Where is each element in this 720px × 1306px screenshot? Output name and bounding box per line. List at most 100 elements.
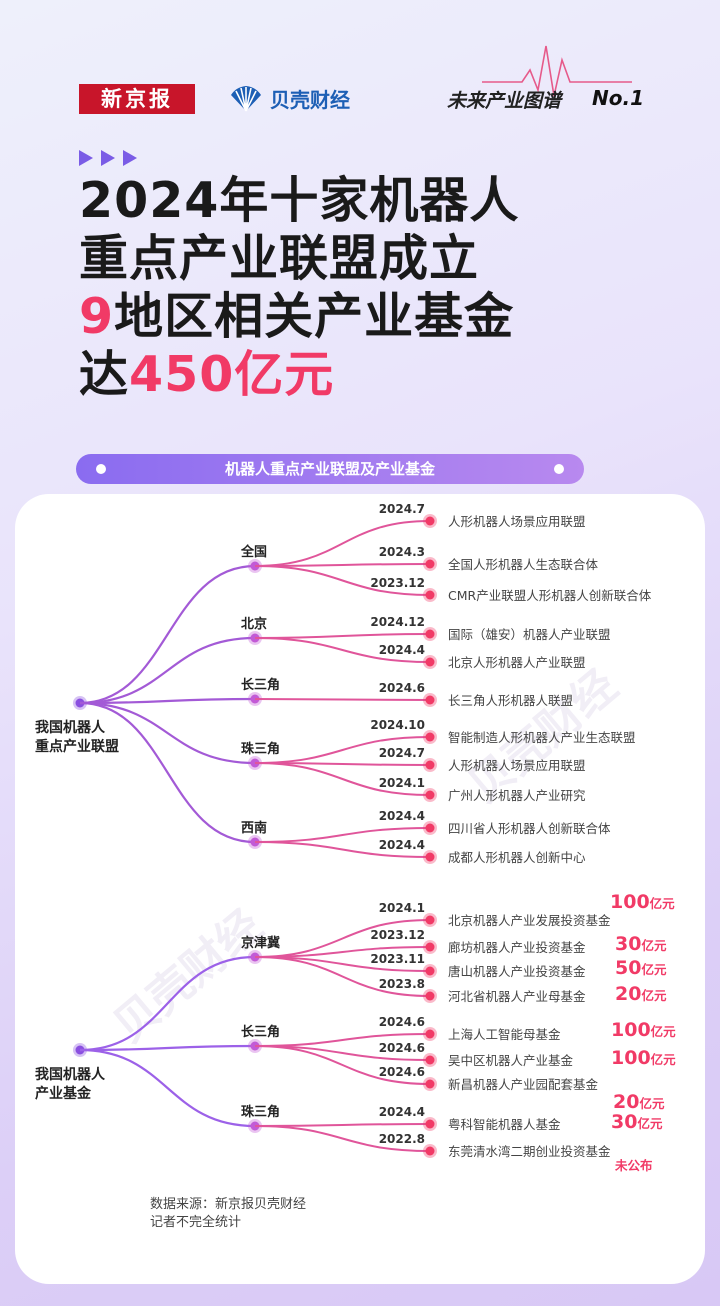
alliance-leaf-branch bbox=[254, 841, 431, 858]
fund-region-label: 长三角 bbox=[241, 1024, 280, 1040]
fund-region-label: 京津冀 bbox=[241, 935, 280, 951]
fund-item-node bbox=[425, 991, 435, 1001]
fund-amount: 100亿元 bbox=[610, 891, 675, 913]
triple-arrow-icon bbox=[79, 150, 137, 166]
alliance-item-name: 四川省人形机器人创新联合体 bbox=[448, 821, 611, 836]
fund-amount-unit: 亿元 bbox=[637, 1116, 663, 1131]
fund-amount-value: 100 bbox=[611, 1019, 651, 1041]
stat-note: 记者不完全统计 bbox=[150, 1215, 242, 1230]
fund-amount: 100亿元 bbox=[611, 1019, 676, 1041]
alliance-item-node bbox=[425, 629, 435, 639]
alliance-item-name: 广州人形机器人产业研究 bbox=[448, 788, 586, 803]
alliance-leaf-branch bbox=[254, 563, 431, 567]
alliance-item-name: 智能制造人形机器人产业生态联盟 bbox=[448, 730, 636, 745]
tree-diagram: 贝壳财经贝壳财经我国机器人重点产业联盟全国2024.7人形机器人场景应用联盟20… bbox=[35, 502, 676, 1173]
fund-amount-unit: 亿元 bbox=[641, 962, 667, 977]
fund-item-date: 2024.6 bbox=[379, 1041, 425, 1055]
alliance-item-date: 2024.10 bbox=[370, 718, 425, 732]
fund-amount-unit: 亿元 bbox=[650, 896, 676, 911]
alliance-item-date: 2024.3 bbox=[379, 545, 425, 559]
fund-item-name: 河北省机器人产业母基金 bbox=[448, 989, 586, 1004]
alliance-item-node bbox=[425, 657, 435, 667]
alliance-item-date: 2024.4 bbox=[379, 809, 425, 823]
fund-branch bbox=[79, 1044, 256, 1052]
fund-item-name: 粤科智能机器人基金 bbox=[448, 1117, 561, 1132]
fund-amount-unit: 亿元 bbox=[651, 1052, 677, 1067]
headline-line-4: 达450亿元 bbox=[79, 346, 519, 404]
alliance-root-label: 重点产业联盟 bbox=[35, 738, 119, 755]
alliance-leaf-branch bbox=[254, 736, 431, 764]
headline-line-1: 2024年十家机器人 bbox=[79, 172, 520, 229]
data-source: 数据来源：新京报贝壳财经 bbox=[150, 1197, 307, 1212]
fund-leaf-branch bbox=[254, 919, 431, 958]
alliance-leaf-branch bbox=[254, 762, 431, 796]
fund-amount-unit: 亿元 bbox=[639, 1096, 665, 1111]
alliance-item-node bbox=[425, 790, 435, 800]
fund-amount: 30亿元 bbox=[611, 1111, 663, 1133]
alliance-branch bbox=[79, 701, 256, 844]
headline-fund-total: 450亿元 bbox=[129, 346, 335, 403]
alliance-item-name: CMR产业联盟人形机器人创新联合体 bbox=[448, 588, 652, 603]
alliance-item-name: 全国人形机器人生态联合体 bbox=[448, 557, 599, 572]
fund-item-date: 2024.4 bbox=[379, 1105, 425, 1119]
alliance-leaf-branch bbox=[254, 827, 431, 843]
fund-amount-unit: 亿元 bbox=[641, 938, 667, 953]
fund-item-node bbox=[425, 1055, 435, 1065]
fund-item-date: 2022.8 bbox=[379, 1132, 425, 1146]
fund-item-node bbox=[425, 942, 435, 952]
fund-leaf-branch bbox=[254, 1125, 431, 1152]
fund-amount: 20亿元 bbox=[615, 983, 667, 1005]
fund-branch bbox=[79, 1048, 256, 1128]
fund-amount-unit: 亿元 bbox=[641, 988, 667, 1003]
fund-amount: 100亿元 bbox=[611, 1047, 676, 1069]
alliance-item-name: 人形机器人场景应用联盟 bbox=[448, 514, 586, 529]
fund-item-date: 2023.12 bbox=[370, 928, 425, 942]
banner-title: 机器人重点产业联盟及产业基金 bbox=[224, 460, 435, 478]
alliance-item-date: 2024.7 bbox=[379, 502, 425, 516]
fund-amount: 30亿元 bbox=[615, 933, 667, 955]
alliance-item-node bbox=[425, 559, 435, 569]
alliance-item-node bbox=[425, 760, 435, 770]
fund-amount-value: 100 bbox=[610, 891, 650, 913]
alliance-item-name: 长三角人形机器人联盟 bbox=[448, 693, 573, 708]
alliance-root-label: 我国机器人 bbox=[35, 719, 106, 736]
fund-item-name: 新昌机器人产业园配套基金 bbox=[448, 1077, 599, 1092]
headline: 2024年十家机器人 重点产业联盟成立 9地区相关产业基金 达450亿元 bbox=[79, 172, 519, 404]
fund-leaf-branch bbox=[254, 956, 431, 997]
alliance-region-label: 西南 bbox=[241, 820, 267, 836]
fund-branch bbox=[79, 955, 256, 1052]
alliance-item-node bbox=[425, 590, 435, 600]
fund-item-date: 2024.6 bbox=[379, 1065, 425, 1079]
beike-caijing-logo: 贝壳财经 bbox=[228, 82, 350, 114]
headline-line-3: 9地区相关产业基金 bbox=[79, 288, 519, 346]
fund-amount: 50亿元 bbox=[615, 957, 667, 979]
alliance-leaf-branch bbox=[254, 637, 431, 663]
fund-item-name: 上海人工智能母基金 bbox=[448, 1027, 561, 1042]
alliance-item-node bbox=[425, 695, 435, 705]
fund-item-node bbox=[425, 1079, 435, 1089]
fund-leaf-branch bbox=[254, 1045, 431, 1085]
shell-logo-icon bbox=[231, 86, 261, 112]
series-number: No.1 bbox=[592, 86, 644, 110]
series-title: 未来产业图谱 bbox=[447, 90, 562, 112]
fund-item-date: 2024.1 bbox=[379, 901, 425, 915]
alliance-region-label: 北京 bbox=[241, 616, 267, 632]
fund-amount-value: 30 bbox=[615, 933, 641, 955]
alliance-item-date: 2024.7 bbox=[379, 746, 425, 760]
headline-line-2: 重点产业联盟成立 bbox=[79, 230, 480, 287]
fund-amount-value: 30 bbox=[611, 1111, 637, 1133]
alliance-item-date: 2024.1 bbox=[379, 776, 425, 790]
alliance-item-date: 2024.4 bbox=[379, 838, 425, 852]
alliance-item-node bbox=[425, 516, 435, 526]
fund-amount-value: 20 bbox=[615, 983, 641, 1005]
alliance-region-label: 全国 bbox=[240, 544, 267, 560]
alliance-item-name: 成都人形机器人创新中心 bbox=[448, 850, 586, 865]
fund-item-name: 廊坊机器人产业投资基金 bbox=[448, 940, 586, 955]
fund-item-name: 吴中区机器人产业基金 bbox=[448, 1053, 574, 1068]
alliance-region-label: 长三角 bbox=[241, 677, 280, 693]
fund-item-node bbox=[425, 915, 435, 925]
fund-amount: 20亿元 bbox=[613, 1091, 665, 1113]
fund-item-name: 北京机器人产业发展投资基金 bbox=[448, 913, 611, 928]
alliance-item-date: 2024.4 bbox=[379, 643, 425, 657]
fund-item-node bbox=[425, 1119, 435, 1129]
